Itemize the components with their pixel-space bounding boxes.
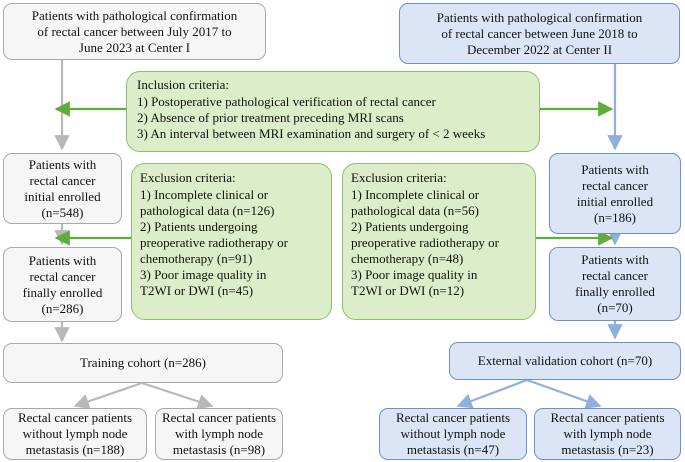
text-line: with lymph node (174, 426, 264, 441)
text-line: metastasis (n=47) (406, 442, 500, 457)
text-line: of rectal cancer between July 2017 to (37, 23, 232, 39)
text-line: 2) Patients undergoing (140, 219, 258, 234)
text-line: initial enrolled (576, 193, 654, 209)
text-line: (n=70) (597, 300, 633, 315)
text-line: Patients with (581, 252, 649, 267)
text-line: 3) Poor image quality in (351, 267, 478, 282)
text-line: preoperative radiotherapy or (140, 235, 288, 250)
text-line: rectal cancer (581, 177, 649, 193)
arrow-training-to-neg (73, 381, 143, 409)
text-line: 1) Incomplete clinical or (140, 187, 269, 202)
text-line: Rectal cancer patients (550, 410, 665, 425)
text-line: Exclusion criteria: (140, 170, 236, 185)
text-line: rectal cancer (29, 268, 96, 284)
text-line: rectal cancer (29, 172, 96, 188)
text-line: of rectal cancer between June 2018 to (441, 25, 638, 41)
text-line: Patients with pathological confirmation (436, 9, 643, 25)
text-line: Patients with (28, 252, 97, 268)
text-line: (n=186) (594, 209, 636, 225)
training-cohort-box: Training cohort (n=286) (3, 343, 283, 383)
center2-exclusion-criteria-box: Exclusion criteria: 1) Incomplete clinica… (342, 163, 536, 320)
arrow-validation-to-neg (456, 378, 528, 409)
text-line: (n=548) (41, 204, 84, 220)
text-line: Training cohort (n=286) (79, 355, 206, 370)
center1-exclusion-criteria-box: Exclusion criteria: 1) Incomplete clinica… (131, 163, 332, 320)
text-line: metastasis (n=98) (172, 442, 266, 457)
text-line: initial enrolled (24, 188, 101, 204)
text-line: rectal cancer (581, 268, 649, 283)
text-line: Exclusion criteria: (351, 170, 447, 185)
text-line: metastasis (n=188) (25, 442, 125, 457)
text-line: 3) An interval between MRI examination a… (137, 126, 486, 141)
text-line: pathological data (n=56) (351, 203, 479, 218)
text-line: External validation cohort (n=70) (477, 353, 653, 368)
text-line: Patients with pathological confirmation (31, 7, 238, 23)
text-line: Patients with (581, 161, 649, 177)
text-line: (n=286) (41, 300, 84, 316)
text-line: 3) Poor image quality in (140, 267, 267, 282)
text-line: 2) Absence of prior treatment preceding … (137, 110, 404, 125)
arrow-training-to-pos (141, 381, 214, 409)
text-line: without lymph node (400, 426, 506, 441)
inclusion-criteria-box: Inclusion criteria: 1) Postoperative path… (126, 71, 540, 152)
text-line: Rectal cancer patients (161, 410, 277, 425)
text-line: Patients with (28, 156, 97, 172)
text-line: June 2023 at Center I (78, 39, 191, 55)
text-line: preoperative radiotherapy or (351, 235, 499, 250)
text-line: Rectal cancer patients (395, 410, 511, 425)
arrow-validation-to-pos (526, 378, 602, 409)
text-line: Inclusion criteria: (137, 77, 230, 92)
text-line: finally enrolled (575, 284, 655, 299)
text-line: metastasis (n=23) (561, 442, 654, 457)
text-line: Rectal cancer patients (17, 410, 133, 425)
text-line: pathological data (n=126) (140, 203, 275, 218)
text-line: 1) Postoperative pathological verificati… (137, 94, 436, 109)
text-line: with lymph node (563, 426, 652, 441)
text-line: T2WI or DWI (n=12) (351, 283, 465, 298)
text-line: without lymph node (22, 426, 128, 441)
text-line: 1) Incomplete clinical or (351, 187, 480, 202)
text-line: chemotherapy (n=91) (140, 251, 253, 266)
text-line: finally enrolled (22, 284, 103, 300)
text-line: T2WI or DWI (n=45) (140, 283, 254, 298)
text-line: 2) Patients undergoing (351, 219, 469, 234)
text-line: chemotherapy (n=48) (351, 251, 464, 266)
text-line: December 2022 at Center II (466, 41, 613, 57)
external-validation-cohort-box: External validation cohort (n=70) (449, 342, 681, 380)
